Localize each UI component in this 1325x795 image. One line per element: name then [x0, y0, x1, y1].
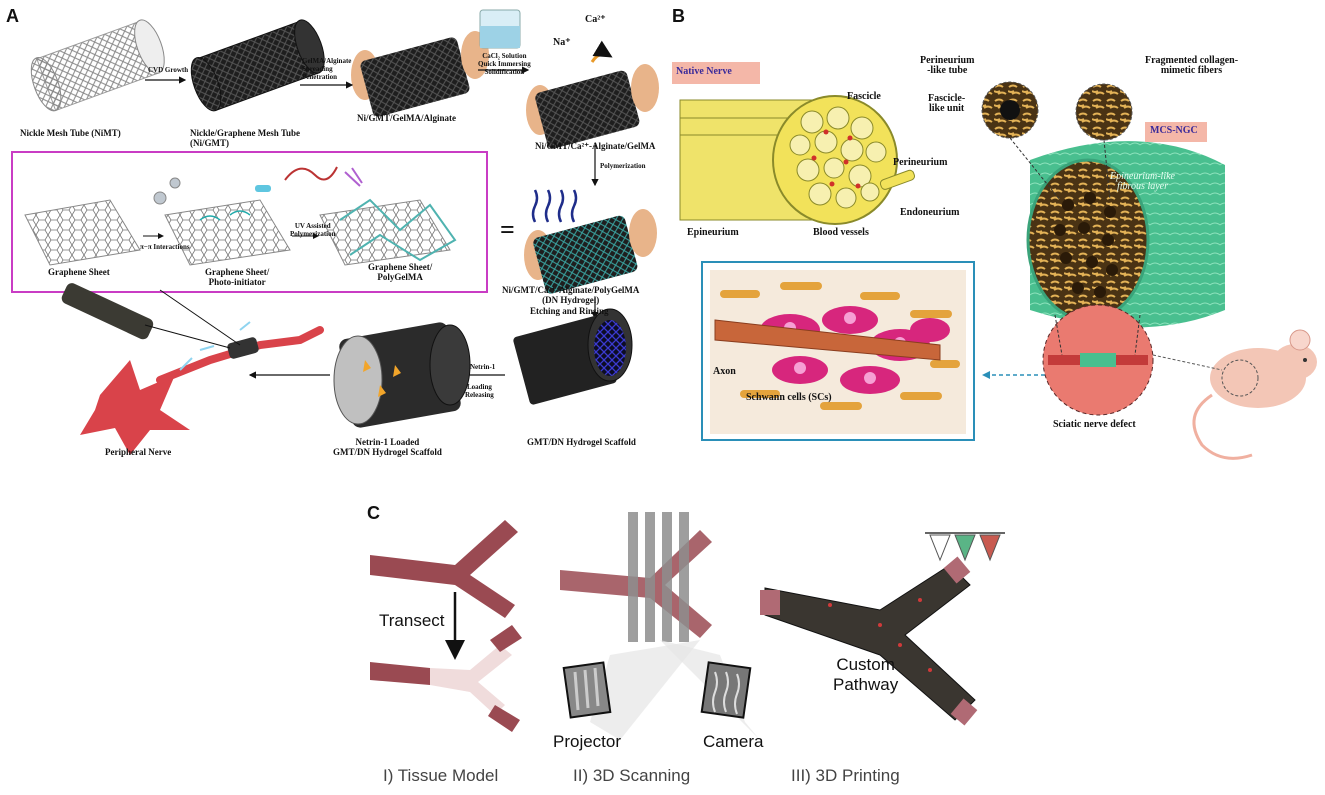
label-gmt-dn: GMT/DN Hydrogel Scaffold	[527, 437, 636, 447]
scan-nerve	[560, 530, 712, 638]
transected-nerve	[370, 625, 522, 732]
gmt-dn-scaffold	[513, 308, 633, 405]
ca-alginate-tube	[526, 40, 659, 149]
label-etching: Etching and Rinsing	[530, 306, 609, 316]
collagen-zoom-circle	[1075, 83, 1133, 141]
label-ni-gmt-ca: Ni/GMT/Ca²⁺-Alginate/GelMA	[535, 141, 656, 151]
label-fragmented-collagen: Fragmented collagen-mimetic fibers	[1145, 55, 1239, 76]
label-transect: Transect	[379, 611, 445, 630]
teal-inset-box	[701, 261, 975, 441]
label-graphene-sheet: Graphene Sheet	[48, 267, 110, 277]
label-mcs-ngc: MCS-NGC	[1150, 125, 1198, 136]
label-na: Na⁺	[553, 37, 571, 48]
label-cvd: CVD Growth	[148, 66, 189, 74]
label-epineurium: Epineurium	[687, 227, 739, 238]
photoinitiator-icon	[153, 191, 167, 205]
label-dn-hydrogel: Ni/GMT/Ca²⁺-Alginate/PolyGelMA(DN Hydrog…	[502, 285, 640, 305]
label-endoneurium: Endoneurium	[900, 207, 960, 218]
perineurium-zoom-circle	[981, 81, 1039, 139]
label-ca: Ca²⁺	[585, 14, 606, 25]
projector-stripes	[628, 512, 689, 642]
printed-pathway	[760, 556, 978, 726]
panel-label-c: C	[367, 503, 380, 523]
label-ni-gmt-gelma: Ni/GMT/GelMA/Alginate	[357, 113, 456, 123]
tissue-model-nerve	[370, 520, 518, 618]
gelma-chain-icon	[284, 166, 338, 181]
label-peripheral-nerve: Peripheral Nerve	[105, 447, 172, 457]
label-blood-vessels: Blood vessels	[813, 227, 869, 238]
gelma-capsule-icon	[255, 185, 271, 192]
graphene-sheet-2	[164, 199, 291, 266]
netrin-loaded-scaffold	[333, 322, 471, 428]
label-schwann-cells: Schwann cells (SCs)	[746, 392, 832, 403]
mouse-illustration	[1152, 329, 1317, 460]
projector-device	[562, 661, 612, 719]
beaker-icon	[479, 9, 521, 49]
panel-label-b: B	[672, 6, 685, 26]
label-netrin: Netrin-1	[470, 363, 496, 371]
printer-nozzles	[925, 532, 1005, 562]
label-step-3d-scanning: II) 3D Scanning	[573, 766, 691, 785]
graphene-sheet-1	[24, 199, 141, 266]
initiator-sphere-icon	[169, 177, 181, 189]
uv-wave-icon	[531, 189, 578, 223]
label-step-3d-printing: III) 3D Printing	[791, 766, 900, 785]
label-camera: Camera	[703, 732, 764, 751]
panel-label-a: A	[6, 6, 19, 26]
nigmt-tube	[190, 19, 325, 112]
magenta-inset-box	[11, 151, 488, 293]
panel-a-graphics	[11, 9, 659, 455]
label-sciatic-defect: Sciatic nerve defect	[1053, 419, 1136, 430]
gelma-tube	[351, 31, 489, 117]
label-nimt: Nickle Mesh Tube (NiMT)	[20, 128, 121, 138]
camera-device	[700, 661, 752, 719]
label-fascicle: Fascicle	[847, 91, 881, 102]
label-gs-photoinitiator: Graphene Sheet/Photo-initiator	[205, 267, 270, 287]
label-gs-polygelma: Graphene Sheet/PolyGelMA	[368, 262, 433, 282]
sciatic-defect-circle	[1042, 304, 1154, 416]
mcs-ngc-tube	[1026, 141, 1225, 328]
schwann-cells-illustration	[710, 270, 966, 434]
label-native-nerve: Native Nerve	[676, 66, 732, 77]
graphene-sheet-3	[319, 198, 457, 266]
label-fascicle-unit: Fascicle-like unit	[928, 93, 966, 114]
label-polymerization: Polymerization	[600, 162, 646, 170]
neuron-illustration	[61, 283, 324, 455]
uv-light-icon	[344, 167, 363, 187]
label-nigmt: Nickle/Graphene Mesh Tube(Ni/GMT)	[190, 128, 301, 148]
label-axon: Axon	[713, 366, 736, 377]
dn-hydrogel-tube	[524, 209, 657, 294]
label-projector: Projector	[553, 732, 622, 751]
native-nerve-illustration	[679, 95, 915, 225]
nimt-tube	[30, 19, 165, 112]
label-perineurium: Perineurium	[893, 157, 948, 168]
label-step-tissue-model: I) Tissue Model	[383, 766, 499, 785]
label-pi-pi: π−π Interactions	[140, 243, 190, 251]
equals-sign: =	[500, 215, 515, 244]
label-perineurium-tube: Perineurium-like tube	[920, 55, 975, 76]
